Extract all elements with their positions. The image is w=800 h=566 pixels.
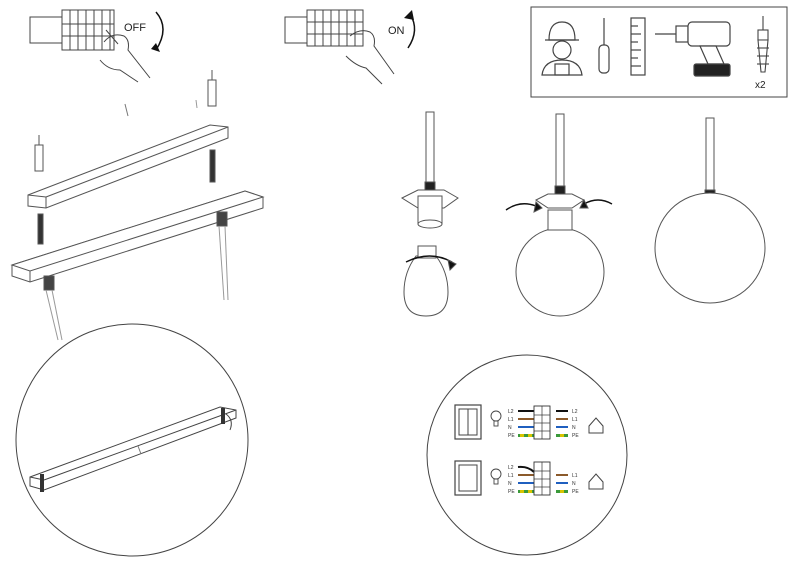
- shade-rotation-arrow-left: [505, 203, 537, 211]
- wire-label-l2-right: L2: [572, 409, 578, 415]
- wire-label-n-left: N: [508, 425, 512, 431]
- shade-rotation-arrow-right: [583, 199, 613, 205]
- wire-label-n-right-single: N: [572, 481, 576, 487]
- off-label: OFF: [124, 22, 146, 34]
- wire-label-l2-left-single: L2: [508, 465, 514, 471]
- drill-icon: [655, 21, 731, 77]
- wire-label-l2-left: L2: [508, 409, 514, 415]
- off-arrow-head: [151, 43, 160, 52]
- ruler-icon: [630, 17, 646, 76]
- on-label: ON: [388, 25, 405, 37]
- terminal-block-off: [29, 9, 115, 51]
- off-rotation-arrow: [155, 11, 164, 51]
- mounting-bracket: [27, 124, 229, 209]
- step-power-on: ON: [284, 9, 416, 85]
- wiring-detail-zoom: L2 L1 N PE L2 L1 N PE: [426, 354, 628, 556]
- wall-plug-quantity: x2: [755, 80, 766, 91]
- wire-label-l1-left: L1: [508, 417, 514, 423]
- on-arrow-head: [404, 10, 414, 20]
- pendant-step-1: [400, 111, 459, 317]
- house-icon: [588, 417, 604, 434]
- wire-label-pe-right-single: PE: [572, 489, 579, 495]
- house-icon: [588, 473, 604, 490]
- wall-anchor-left: [34, 135, 44, 172]
- bulb-icon: [490, 410, 502, 427]
- wire-label-l1-right-single: L1: [572, 473, 578, 479]
- double-switch-diagram: L2 L1 N PE L2 L1 N PE: [454, 404, 604, 440]
- hand-off-icon: [99, 29, 151, 83]
- wire-label-pe-right: PE: [572, 433, 579, 439]
- pendant-step-3: [654, 117, 766, 304]
- pendant-step-2: [505, 113, 613, 317]
- wall-anchor-right: [207, 70, 217, 107]
- tools-panel: x2: [530, 6, 788, 98]
- terminal-block-on: [284, 9, 364, 47]
- wire-label-n-left-single: N: [508, 481, 512, 487]
- ceiling-mount-assembly: [10, 70, 265, 341]
- single-switch-diagram: L2 L1 N PE L1 N PE: [454, 460, 604, 496]
- installer-icon: [541, 21, 583, 76]
- bulb-icon: [490, 468, 502, 485]
- wire-label-n-right: N: [572, 425, 576, 431]
- wire-label-l1-left-single: L1: [508, 473, 514, 479]
- canopy-bar: [10, 190, 265, 283]
- step-power-off: OFF: [29, 9, 164, 83]
- wire-label-pe-left-single: PE: [508, 489, 515, 495]
- wall-plug-icon: [757, 16, 769, 73]
- wire-label-l1-right: L1: [572, 417, 578, 423]
- wire-label-pe-left: PE: [508, 433, 515, 439]
- bracket-detail-zoom: [15, 323, 249, 557]
- screwdriver-icon: [598, 18, 610, 74]
- hand-on-icon: [345, 30, 395, 85]
